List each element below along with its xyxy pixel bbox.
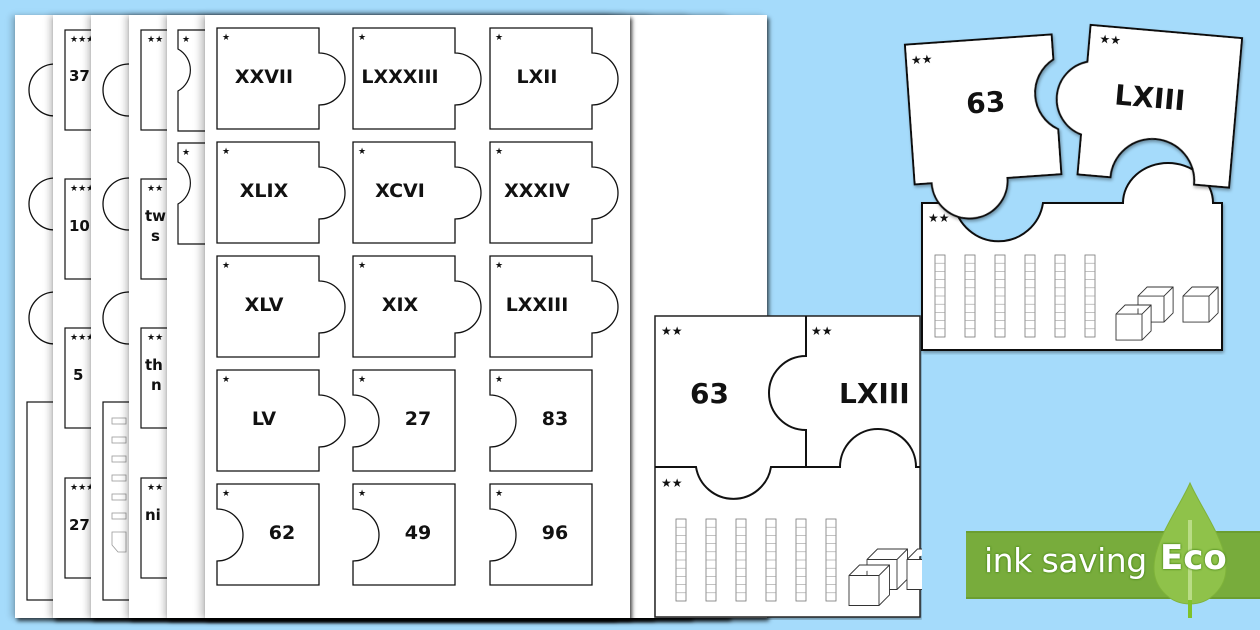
example-puzzle-assembled: ★★ ★★ ★★ 63 LXIII [654, 315, 922, 618]
tens-rods [675, 518, 837, 602]
piece-label: 37 [69, 67, 90, 85]
tens-rod-icons [111, 417, 127, 553]
puzzle-piece[interactable] [216, 369, 346, 472]
unit-cube [1115, 304, 1152, 341]
two-star-icon: ★★ [661, 324, 683, 338]
roman-numeral-label: XXXIV [504, 180, 570, 202]
puzzle-piece[interactable] [216, 483, 320, 586]
unit-cube [848, 564, 890, 606]
example-puzzle-scattered: ★★ ★★ ★★ 63 LXIII [903, 23, 1244, 351]
three-star-icon: ★★★ [70, 483, 95, 493]
one-star-icon: ★ [182, 35, 191, 45]
piece-label: 10 [69, 217, 90, 235]
roman-numeral-label: XLIX [239, 180, 289, 202]
puzzle-piece[interactable] [489, 483, 593, 586]
one-star-icon: ★ [358, 147, 367, 157]
piece-label: s [151, 227, 160, 245]
one-star-icon: ★ [358, 375, 367, 385]
two-star-icon: ★★ [147, 483, 164, 493]
one-star-icon: ★ [495, 489, 504, 499]
one-star-icon: ★ [358, 489, 367, 499]
two-star-icon: ★★ [811, 324, 833, 338]
two-star-icon: ★★ [147, 333, 164, 343]
roman-numeral-label: XIX [381, 294, 419, 316]
number-label: 27 [404, 408, 432, 430]
roman-numeral-label: LXII [516, 66, 558, 88]
leaf-drop-icon [1153, 481, 1227, 618]
one-star-icon: ★ [222, 147, 231, 157]
one-star-icon: ★ [495, 147, 504, 157]
puzzle-piece[interactable] [352, 369, 456, 472]
puzzle-piece[interactable] [489, 255, 619, 358]
number-label: 63 [965, 85, 1006, 121]
roman-numeral-label: LXXIII [505, 294, 569, 316]
piece-label: n [151, 376, 162, 394]
puzzle-piece[interactable] [352, 27, 482, 130]
piece-label: 27 [69, 516, 90, 534]
two-star-icon: ★★ [928, 211, 950, 225]
puzzle-tabs-outline [177, 29, 208, 245]
one-star-icon: ★ [495, 261, 504, 271]
puzzle-piece[interactable] [216, 255, 346, 358]
two-star-icon: ★★ [147, 35, 164, 45]
roman-numeral-label: LXIII [839, 377, 910, 410]
ink-saving-label: ink saving [984, 541, 1147, 580]
number-label: 96 [541, 522, 569, 544]
puzzle-piece[interactable] [489, 141, 619, 244]
unit-cube [906, 548, 922, 590]
one-star-icon: ★ [222, 33, 231, 43]
one-star-icon: ★ [222, 489, 231, 499]
one-star-icon: ★ [182, 148, 191, 158]
puzzle-piece-number[interactable] [903, 33, 1064, 222]
three-star-icon: ★★★ [70, 184, 95, 194]
puzzle-piece[interactable] [352, 141, 482, 244]
one-star-icon: ★ [358, 261, 367, 271]
worksheet-sheet-main: ★ XXVII ★ LXXXIII ★ LXII ★ XLIX ★ XCVI ★ XXXIV ★ XLV ★… [205, 15, 630, 618]
roman-numeral-label: XXVII [234, 66, 294, 88]
unit-cubes [848, 548, 922, 606]
puzzle-piece[interactable] [216, 141, 346, 244]
puzzle-piece[interactable] [489, 369, 593, 472]
unit-cubes [1115, 286, 1219, 341]
two-star-icon: ★★ [911, 52, 933, 67]
piece-label: 5 [73, 366, 84, 384]
unit-cube [1182, 286, 1219, 323]
number-label: 63 [690, 377, 729, 410]
three-star-icon: ★★★ [70, 333, 95, 343]
piece-label: th [145, 356, 163, 374]
roman-numeral-label: LXIII [1113, 78, 1186, 117]
puzzle-piece-roman[interactable] [1050, 23, 1244, 189]
one-star-icon: ★ [222, 261, 231, 271]
one-star-icon: ★ [495, 33, 504, 43]
number-label: 62 [268, 522, 296, 544]
three-star-icon: ★★★ [70, 35, 95, 45]
puzzle-piece[interactable] [352, 255, 482, 358]
roman-numeral-label: XCVI [375, 180, 425, 202]
piece-label: ni [145, 506, 161, 524]
piece-label: tw [145, 207, 167, 225]
puzzle-piece[interactable] [489, 27, 619, 130]
puzzle-piece[interactable] [216, 27, 346, 130]
one-star-icon: ★ [222, 375, 231, 385]
number-label: 49 [404, 522, 432, 544]
eco-label: Eco [1160, 538, 1227, 578]
one-star-icon: ★ [495, 375, 504, 385]
roman-numeral-label: LV [251, 408, 277, 430]
roman-numeral-label: LXXXIII [361, 66, 439, 88]
puzzle-piece[interactable] [352, 483, 456, 586]
tens-rods [934, 254, 1096, 338]
two-star-icon: ★★ [147, 184, 164, 194]
two-star-icon: ★★ [1099, 32, 1122, 48]
two-star-icon: ★★ [661, 476, 683, 490]
puzzle-grid-outlines [216, 27, 619, 586]
roman-numeral-label: XLV [244, 294, 284, 316]
number-label: 83 [541, 408, 569, 430]
one-star-icon: ★ [358, 33, 367, 43]
